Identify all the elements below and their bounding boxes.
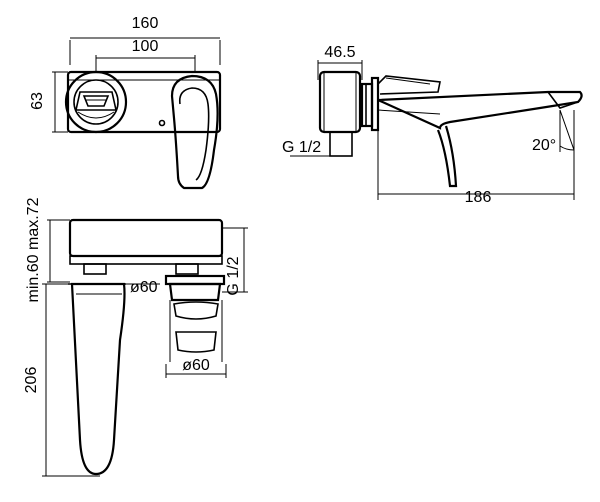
dim-side-length: 186 <box>465 189 492 206</box>
dim-front-inner: 100 <box>132 38 159 55</box>
dim-bottom-height: 206 <box>23 367 40 394</box>
dim-side-angle: 20° <box>532 137 556 154</box>
dim-front-height: 63 <box>29 92 46 110</box>
front-view: 160 100 63 <box>29 15 222 190</box>
side-view: 46.5 G 1/2 186 20° <box>282 44 583 206</box>
dim-front-width: 160 <box>132 15 159 32</box>
dim-bottom-dia-1: ø60 <box>130 279 158 296</box>
dim-bottom-range: min.60 max.72 <box>25 197 42 302</box>
dim-bottom-thread: G 1/2 <box>225 256 242 295</box>
dim-side-thread: G 1/2 <box>282 139 321 156</box>
bottom-view: min.60 max.72 G 1/2 ø60 ø60 <box>23 197 248 477</box>
dim-side-depth: 46.5 <box>324 44 355 61</box>
dim-bottom-dia-2: ø60 <box>182 357 210 374</box>
